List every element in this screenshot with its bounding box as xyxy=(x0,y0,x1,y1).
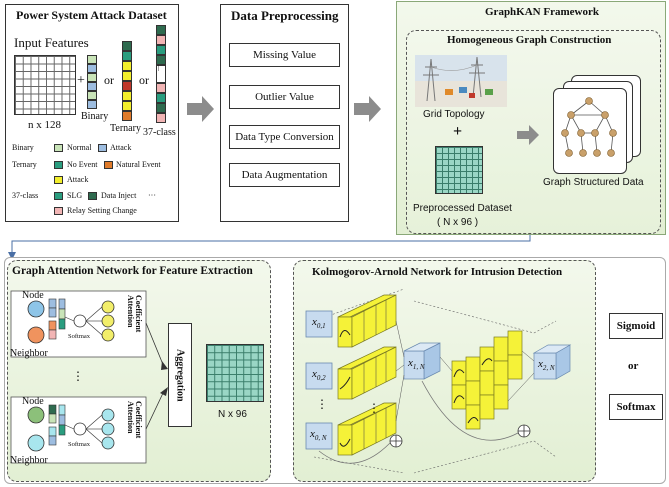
legend-t-attack-text: Attack xyxy=(67,175,89,184)
homogeneous-title: Homogeneous Graph Construction xyxy=(447,34,612,46)
legend-class37-label: 37-class xyxy=(12,191,39,200)
kan-dots-left: ⋮ xyxy=(316,397,328,411)
gat-neighbor-label-2: Neighbor xyxy=(10,455,48,466)
legend-data-inject-text: Data Inject xyxy=(101,191,137,200)
gat-neighbor-label-1: Neighbor xyxy=(10,348,48,359)
kan-x0n-label: x0, N xyxy=(310,428,327,443)
legend-attack-swatch xyxy=(98,144,107,152)
node-circle-blue xyxy=(27,300,45,318)
step-outlier-value: Outlier Value xyxy=(229,85,340,109)
gat-coefficient-label-1: Coefficient xyxy=(134,295,143,333)
graphkan-panel: GraphKAN Framework Homogeneous Graph Con… xyxy=(396,1,666,235)
step-data-augmentation: Data Augmentation xyxy=(229,163,340,187)
plus-sign: + xyxy=(77,73,85,88)
preprocessing-title: Data Preprocessing xyxy=(231,8,339,23)
legend-no-event-text: No Event xyxy=(67,160,98,169)
or-text-2: or xyxy=(139,73,149,87)
dataset-panel: Power System Attack Dataset Input Featur… xyxy=(5,4,179,222)
connector-arrowhead xyxy=(8,252,16,260)
graphkan-title: GraphKAN Framework xyxy=(485,6,599,18)
legend-binary-label: Binary xyxy=(12,143,34,152)
gat-coefficient-label-2: Coefficient xyxy=(134,401,143,439)
step-missing-value: Missing Value xyxy=(229,43,340,67)
input-features-label: Input Features xyxy=(14,35,89,50)
gat-vertical-dots: ⋮ xyxy=(72,369,84,383)
aggregation-label: Aggregation xyxy=(174,348,186,402)
legend-ternary-label: Ternary xyxy=(12,160,37,169)
or-text-1: or xyxy=(104,73,114,87)
graph-structure-icon xyxy=(561,97,617,157)
legend-relay-text: Relay Setting Change xyxy=(67,206,137,215)
kan-diagram xyxy=(305,288,572,474)
gat-panel: Graph Attention Network for Feature Extr… xyxy=(7,260,271,482)
preprocessed-dims: ( N x 96 ) xyxy=(437,217,479,228)
grid-topology-label: Grid Topology xyxy=(423,109,485,120)
gat-attention-label-1: Attention xyxy=(126,295,135,328)
input-feature-matrix xyxy=(14,55,76,115)
class37-caption: 37-class xyxy=(143,127,176,138)
gat-node-label-1: Node xyxy=(22,290,44,301)
neighbor-circle-orange xyxy=(27,326,45,344)
legend-more-text: ··· xyxy=(148,191,156,200)
softmax-box: Softmax xyxy=(609,394,663,420)
bottom-panel: Graph Attention Network for Feature Extr… xyxy=(4,257,666,484)
class37-ellipsis: ... xyxy=(156,65,165,71)
step-data-type-conversion: Data Type Conversion xyxy=(229,125,340,149)
neighbor-circle-cyan xyxy=(27,434,45,452)
graph-construct-arrow xyxy=(517,125,539,145)
gat-diagram xyxy=(10,290,168,464)
legend-normal-text: Normal xyxy=(67,143,92,152)
graph-structured-label: Graph Structured Data xyxy=(543,177,644,188)
gat-output-matrix xyxy=(206,344,264,402)
binary-caption: Binary xyxy=(81,111,109,122)
legend-t-attack-swatch xyxy=(54,176,63,184)
legend-natural-event-text: Natural Event xyxy=(116,160,161,169)
binary-label-column xyxy=(87,55,97,109)
grid-topology-image xyxy=(415,55,507,107)
preprocessing-panel: Data Preprocessing Missing Value Outlier… xyxy=(220,4,349,222)
kan-input-blocks xyxy=(305,310,333,450)
homogeneous-panel: Homogeneous Graph Construction Grid Topo… xyxy=(406,30,661,234)
gat-attention-label-2: Attention xyxy=(126,401,135,434)
gat-softmax-label-1: Softmax xyxy=(68,333,91,340)
connector-line xyxy=(11,232,531,255)
legend-relay-swatch xyxy=(54,207,63,215)
arrow-dataset-to-preprocessing xyxy=(187,96,214,122)
dataset-title: Power System Attack Dataset xyxy=(16,8,167,22)
gat-node-label-2: Node xyxy=(22,396,44,407)
kan-dots-mid: ⋮ xyxy=(368,401,380,415)
kan-x01-label: x0,1 xyxy=(312,316,326,331)
kan-panel: Kolmogorov-Arnold Network for Intrusion … xyxy=(293,260,596,482)
gat-title: Graph Attention Network for Feature Extr… xyxy=(12,265,253,277)
kan-x2n-label: x2, N xyxy=(538,358,555,373)
ternary-caption: Ternary xyxy=(110,123,141,134)
preprocessed-label: Preprocessed Dataset xyxy=(413,203,512,214)
legend-slg-swatch xyxy=(54,192,63,200)
matrix-dims: n x 128 xyxy=(28,119,61,131)
legend-attack-text: Attack xyxy=(110,143,132,152)
legend-natural-event-swatch xyxy=(104,161,113,169)
legend-no-event-swatch xyxy=(54,161,63,169)
gat-softmax-label-2: Softmax xyxy=(68,441,91,448)
arrow-preprocessing-to-graphkan xyxy=(354,96,381,122)
legend-data-inject-swatch xyxy=(88,192,97,200)
kan-x1n-label: x1, N xyxy=(408,357,425,372)
node-circle-green xyxy=(27,406,45,424)
sigmoid-box: Sigmoid xyxy=(609,313,663,339)
preprocessed-matrix xyxy=(435,146,483,194)
legend-slg-text: SLG xyxy=(67,191,83,200)
gat-output-dims: N x 96 xyxy=(218,409,247,420)
legend-normal-swatch xyxy=(54,144,63,152)
aggregation-box: Aggregation xyxy=(168,323,192,427)
kan-title: Kolmogorov-Arnold Network for Intrusion … xyxy=(312,266,563,278)
graphkan-plus: + xyxy=(453,123,463,140)
kan-x02-label: x0,2 xyxy=(312,368,326,383)
class37-label-column xyxy=(156,25,166,125)
ternary-label-column xyxy=(122,41,132,121)
output-or: or xyxy=(628,360,639,372)
